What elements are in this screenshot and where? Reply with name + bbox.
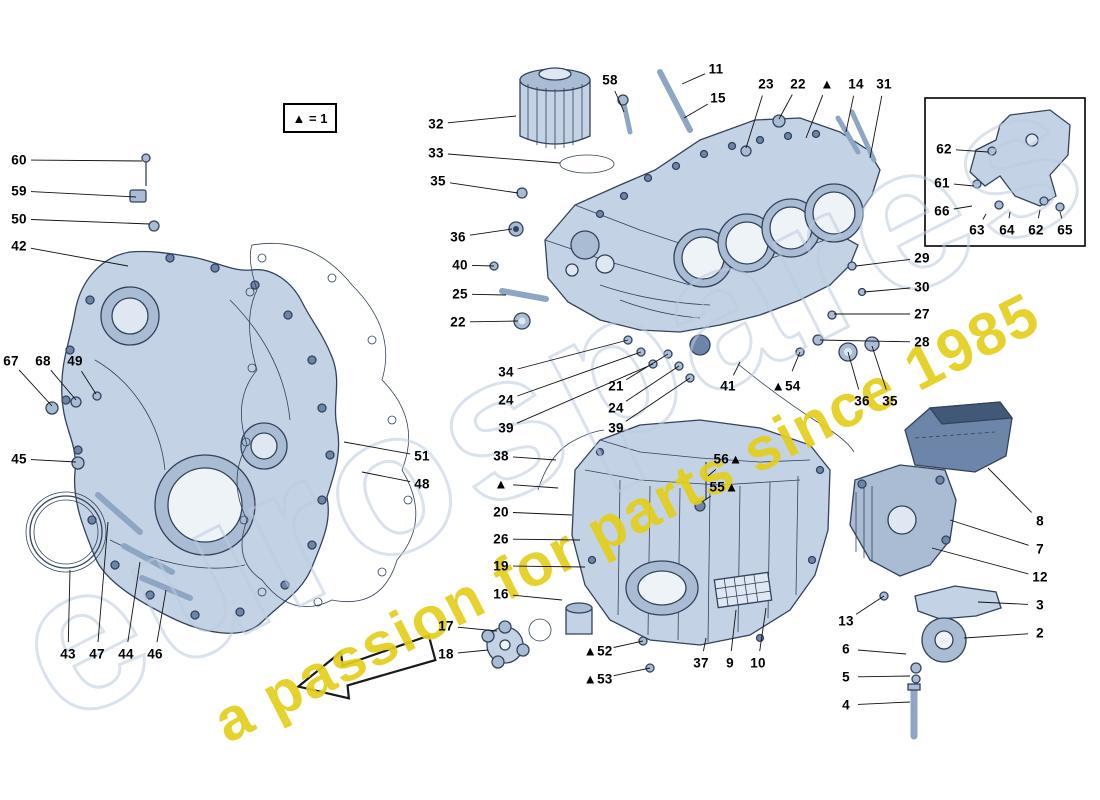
part-callout-36: 36 [450,229,466,245]
part-callout-48: 48 [414,476,430,492]
part-callout-37: 37 [693,655,709,671]
part-callout-63: 63 [969,222,985,238]
part-callout-21: 21 [608,378,624,394]
part-callout-40: 40 [452,257,468,273]
part-callout-11: 11 [708,61,724,77]
part-callout-5: 5 [842,669,850,685]
part-callout-30: 30 [914,279,930,295]
part-callout-▲54: ▲54 [771,378,801,394]
part-callout-34: 34 [498,364,514,380]
part-callout-60: 60 [11,152,27,168]
part-callout-36: 36 [854,393,870,409]
part-callout-7: 7 [1036,541,1044,557]
pump-oring [528,618,552,642]
part-callout-24: 24 [498,392,514,408]
legend-box: ▲ = 1 [283,103,337,133]
part-callout-61: 61 [934,175,950,191]
part-callout-26: 26 [493,531,509,547]
part-callout-19: 19 [493,558,509,574]
part-callout-50: 50 [11,211,27,227]
part-callout-51: 51 [414,448,430,464]
part-callout-31: 31 [876,76,892,92]
part-callout-29: 29 [914,250,930,266]
legend-text: ▲ = 1 [292,110,328,126]
part-callout-68: 68 [35,353,51,369]
part-callout-15: 15 [710,90,726,106]
filter-oring [559,154,615,174]
part-callout-46: 46 [147,646,163,662]
part-callout-67: 67 [3,353,19,369]
oil-pump-cover [481,602,593,669]
part-callout-43: 43 [60,646,76,662]
part-callout-▲53: ▲53 [583,671,613,687]
part-callout-41: 41 [720,378,736,394]
oil-cooler [904,401,1014,473]
part-callout-9: 9 [726,655,734,671]
part-callout-10: 10 [750,655,766,671]
part-callout-62: 62 [936,141,952,157]
part-callout-22: 22 [450,314,466,330]
direction-arrow [295,634,437,700]
part-callout-35: 35 [430,173,446,189]
part-callout-32: 32 [428,116,444,132]
part-callout-3: 3 [1036,597,1044,613]
part-callout-13: 13 [838,613,854,629]
engine-block [544,117,881,356]
part-callout-45: 45 [11,451,27,467]
part-callout-38: 38 [493,448,509,464]
engine-mount [907,585,1002,740]
sump-gasket-right [737,363,855,453]
bracket-inset [924,97,1086,247]
part-callout-39: 39 [608,420,624,436]
part-callout-16: 16 [493,586,509,602]
part-callout-58: 58 [602,72,618,88]
part-callout-25: 25 [452,286,468,302]
part-callout-62: 62 [1028,222,1044,238]
part-callout-35: 35 [882,393,898,409]
part-callout-14: 14 [848,76,864,92]
part-callout-42: 42 [11,238,27,254]
part-callout-12: 12 [1032,569,1048,585]
part-callout-17: 17 [438,618,454,634]
part-callout-18: 18 [438,646,454,662]
oil-strainer [713,571,773,609]
part-callout-2: 2 [1036,625,1044,641]
part-callout-65: 65 [1057,222,1073,238]
part-callout-▲52: ▲52 [583,643,613,659]
part-callout-28: 28 [914,334,930,350]
part-callout-22: 22 [790,76,806,92]
lower-crankcase [571,419,831,646]
part-callout-20: 20 [493,504,509,520]
oil-filter [519,67,615,174]
part-callout-6: 6 [842,641,850,657]
part-callout-8: 8 [1036,513,1044,529]
part-callout-55▲: 55▲ [709,479,739,495]
part-callout-59: 59 [11,183,27,199]
part-callout-4: 4 [842,697,850,713]
part-callout-47: 47 [89,646,105,662]
part-callout-49: 49 [67,353,83,369]
part-callout-39: 39 [498,420,514,436]
part-callout-27: 27 [914,306,930,322]
part-callout-▲: ▲ [820,76,834,92]
cover-gasket [236,242,417,607]
part-callout-44: 44 [118,646,134,662]
oil-pump-housing [849,464,957,577]
part-callout-24: 24 [608,400,624,416]
sump-gasket-left [537,429,605,491]
part-callout-64: 64 [999,222,1015,238]
part-callout-▲: ▲ [494,476,508,492]
part-callout-56▲: 56▲ [713,451,743,467]
part-callout-66: 66 [934,203,950,219]
part-callout-23: 23 [758,76,774,92]
part-callout-33: 33 [428,145,444,161]
